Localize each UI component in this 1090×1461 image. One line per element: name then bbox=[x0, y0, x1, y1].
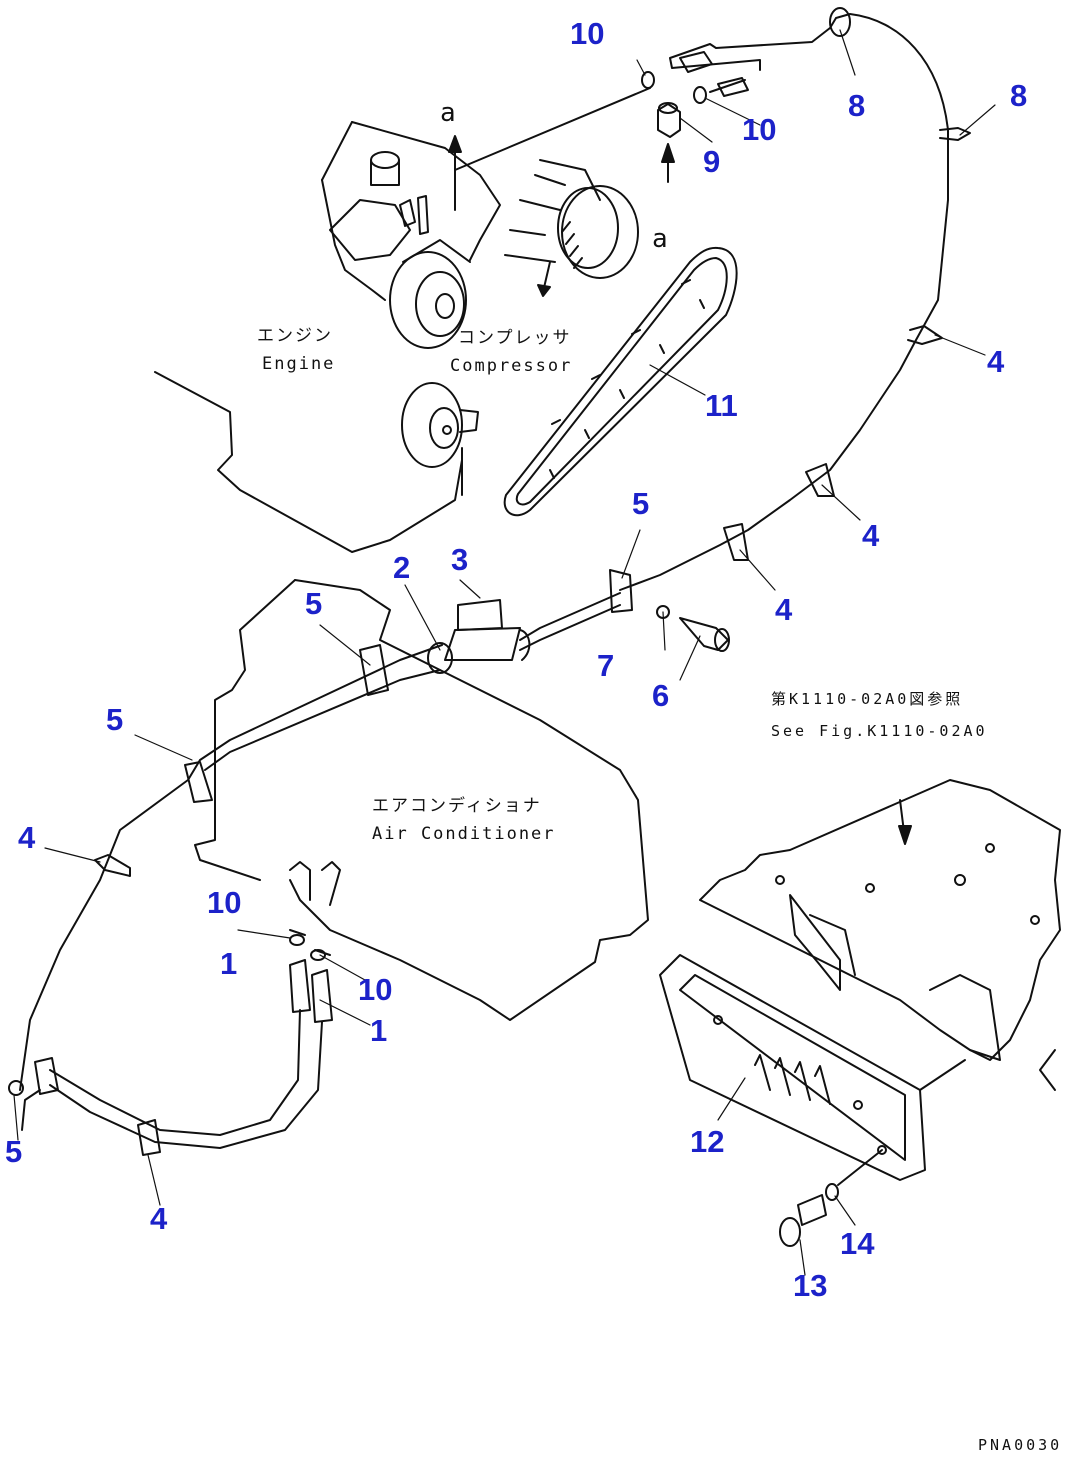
callout-1-right: 1 bbox=[370, 1013, 388, 1048]
see-figure-label-en: See Fig.K1110-02A0 bbox=[771, 722, 988, 740]
callout-11: 11 bbox=[705, 388, 738, 423]
engine-label-en: Engine bbox=[262, 354, 336, 374]
compressor-drawing bbox=[504, 102, 681, 297]
connection-mark-a-engine: a bbox=[440, 98, 456, 128]
drawing-code: PNA0030 bbox=[978, 1436, 1063, 1454]
callout-3: 3 bbox=[451, 542, 469, 577]
callout-4-upper: 4 bbox=[987, 344, 1005, 379]
callout-4-left: 4 bbox=[18, 820, 36, 855]
hose-bottom-route bbox=[8, 854, 333, 1156]
callout-8-left: 8 bbox=[848, 88, 866, 123]
connection-mark-a-compressor: a bbox=[652, 224, 668, 254]
see-figure-label-jp: 第K1110-02A0図参照 bbox=[771, 690, 964, 708]
callout-7: 7 bbox=[597, 648, 615, 683]
mounting-bracket-drawing bbox=[699, 779, 1061, 1091]
engine-label-jp: エンジン bbox=[257, 326, 333, 346]
callout-1-left: 1 bbox=[220, 946, 238, 981]
air-conditioner-drawing bbox=[194, 579, 649, 1021]
air-conditioner-label-en: Air Conditioner bbox=[372, 824, 556, 844]
callout-5-center: 5 bbox=[305, 586, 323, 621]
air-conditioner-label-jp: エアコンディショナ bbox=[372, 796, 542, 816]
callout-4-bottom: 4 bbox=[150, 1201, 168, 1236]
callout-13: 13 bbox=[793, 1268, 828, 1303]
compressor-label-jp: コンプレッサ bbox=[458, 328, 572, 348]
condenser-panel-drawing bbox=[659, 954, 966, 1247]
compressor-label-en: Compressor bbox=[450, 356, 573, 376]
callout-4-mid-right: 4 bbox=[862, 518, 880, 553]
callout-14: 14 bbox=[840, 1226, 875, 1261]
callout-5-bottom: 5 bbox=[5, 1134, 23, 1169]
callout-2: 2 bbox=[393, 550, 411, 585]
callout-4-mid: 4 bbox=[775, 592, 793, 627]
callout-8-right: 8 bbox=[1010, 78, 1028, 113]
v-belt-drawing bbox=[503, 246, 738, 517]
engine-drawing bbox=[154, 87, 651, 553]
callout-10-left: 10 bbox=[207, 885, 242, 920]
callout-10-right: 10 bbox=[742, 112, 777, 147]
callout-9: 9 bbox=[703, 144, 721, 179]
leader-lines bbox=[13, 29, 996, 1276]
callout-12: 12 bbox=[690, 1124, 725, 1159]
hose-top-route bbox=[619, 7, 971, 591]
hose-middle-route bbox=[19, 569, 730, 1091]
callout-6: 6 bbox=[652, 678, 670, 713]
callout-5-left: 5 bbox=[106, 702, 124, 737]
callout-10-top: 10 bbox=[570, 16, 605, 51]
callout-5-upper: 5 bbox=[632, 486, 650, 521]
callout-10-bottom: 10 bbox=[358, 972, 393, 1007]
